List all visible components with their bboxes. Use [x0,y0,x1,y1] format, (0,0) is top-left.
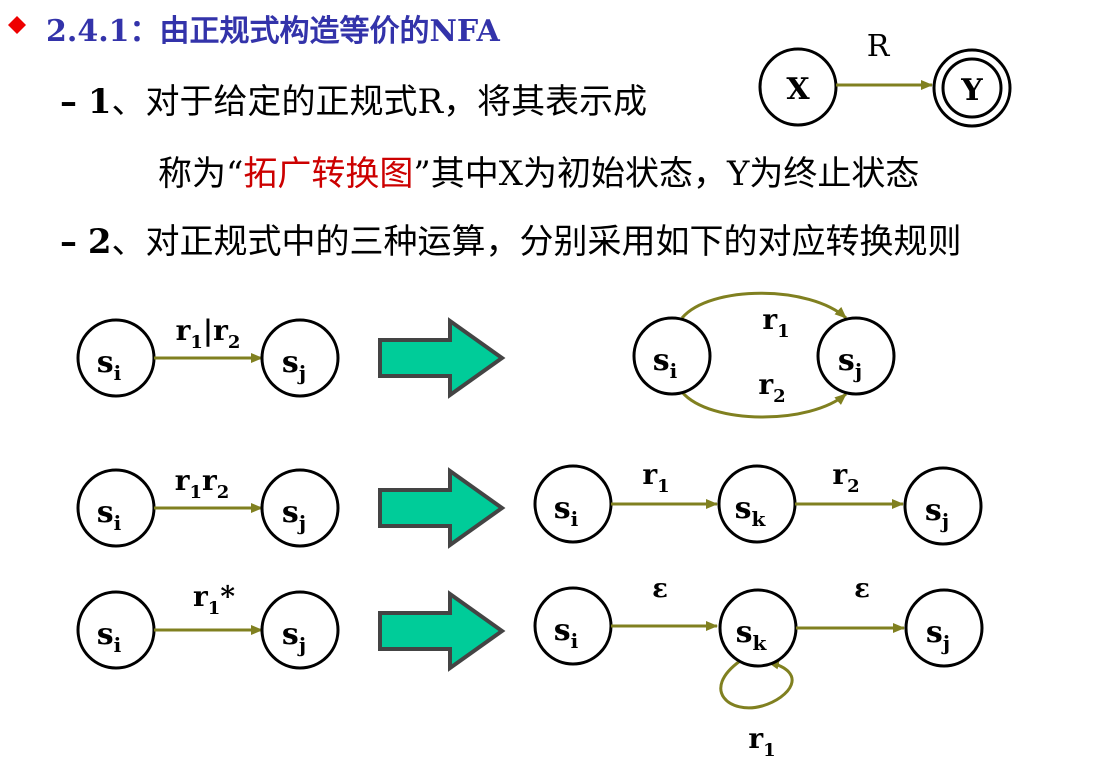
svg-text:r1*: r1* [193,580,235,619]
bullet-1-continuation: 称为“拓广转换图”其中X为初始状态，Y为终止状态 [158,154,920,194]
bullet-2: – 2、对正规式中的三种运算，分别采用如下的对应转换规则 [60,222,962,262]
highlight-term: 拓广转换图 [243,154,414,194]
svg-text:r1|r2: r1|r2 [176,314,241,353]
extended-transition-graph: X R Y [758,29,1012,128]
svg-text:r1: r1 [642,458,669,497]
edge-r-label: R [867,29,891,64]
rule-star-left: si r1* sj [76,580,340,670]
svg-text:r2: r2 [832,458,859,497]
svg-text:r1: r1 [748,722,775,761]
rule-star-right: si ε sk ε sj r1 [533,574,984,761]
state-x [758,47,838,127]
bullet-1: – 1、对于给定的正规式R，将其表示成 [60,82,648,122]
state-x-label: X [786,72,810,107]
transform-arrow-icon [378,590,506,672]
diamond-bullet-icon [8,16,26,34]
rule-concat-left: si r1r2 sj [76,464,340,548]
transform-arrow-icon [378,317,506,399]
svg-text:ε: ε [652,574,668,604]
svg-text:ε: ε [854,574,870,604]
svg-text:sk: sk [736,615,768,655]
rule-concat-right: si r1 sk r2 sj [533,458,983,546]
state-y-outer [932,48,1012,128]
rule-union-right: si sj r1 r2 [632,291,896,419]
svg-text:r1r2: r1r2 [175,464,230,503]
section-heading: 2.4.1：由正规式构造等价的NFA [46,14,500,49]
transform-arrow-icon [378,467,506,549]
state-y-label: Y [960,73,983,108]
state-y-inner [941,57,1003,119]
rule-union-left: si r1|r2 sj [76,314,340,398]
svg-text:r2: r2 [758,368,785,407]
svg-text:r1: r1 [762,303,789,342]
